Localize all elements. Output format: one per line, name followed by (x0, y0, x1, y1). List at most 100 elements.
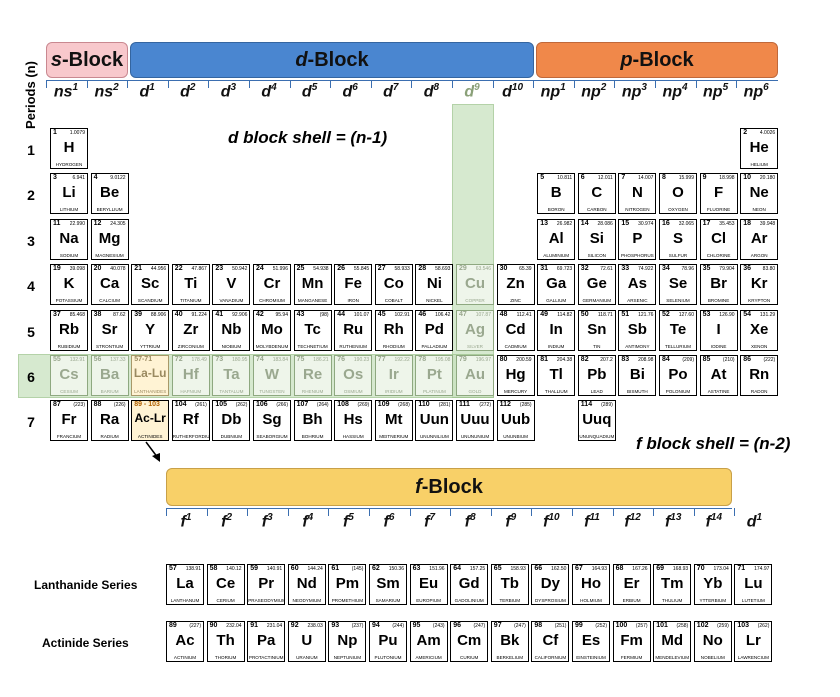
atomic-number: 78 (418, 356, 427, 363)
atomic-number: 95 (412, 622, 421, 629)
element-name: ASTATINE (707, 389, 730, 394)
f-orbital-label: f10 (543, 512, 560, 531)
atomic-number: 37 (53, 310, 61, 318)
element-name: SCANDIUM (137, 298, 163, 304)
element-name: TITANIUM (180, 298, 202, 304)
atomic-mass: 51.996 (272, 266, 288, 273)
element-symbol: Bi (629, 366, 645, 383)
orbital-label: d6 (342, 82, 358, 101)
atomic-mass: 102.91 (394, 311, 410, 318)
atomic-mass: 50.942 (232, 266, 248, 273)
element-symbol: Bk (500, 632, 520, 649)
f-orbital-label: f3 (261, 512, 273, 531)
atomic-mass: 162.50 (551, 566, 567, 572)
atomic-number: 9 (702, 174, 707, 182)
element-name: RUBIDIUM (57, 343, 81, 349)
atomic-number: 109 (377, 401, 390, 409)
atomic-number: 2 (743, 129, 748, 136)
atomic-number: 62 (372, 565, 380, 572)
atomic-number: 43 (296, 310, 305, 318)
element-name: IODINE (710, 343, 727, 349)
atomic-mass: (98) (319, 311, 329, 318)
element-name: PRASEODYMIUM (248, 598, 286, 603)
element-symbol: Tb (500, 575, 519, 592)
element-name: CHLORINE (706, 252, 731, 258)
element-symbol: Pm (335, 575, 360, 592)
atomic-number: 89 (169, 622, 177, 629)
orbital-tick (533, 80, 535, 88)
atomic-number: 107 (296, 401, 309, 409)
atomic-number: 57-71 (134, 356, 153, 363)
atomic-number: 36 (743, 265, 751, 273)
element-symbol: Gd (458, 575, 480, 592)
orbital-tick (247, 508, 249, 516)
element-symbol: Sm (376, 575, 400, 592)
element-symbol: Rb (59, 320, 79, 338)
element-symbol: Li (62, 184, 76, 202)
element-symbol: Am (416, 632, 441, 649)
atomic-mass: 63.546 (475, 266, 491, 273)
atomic-number: 3 (53, 174, 57, 182)
element-name: TELLURIUM (664, 343, 692, 349)
f-orbital-label: f2 (221, 512, 233, 531)
atomic-mass: 106.42 (435, 311, 451, 318)
element-symbol: Tl (549, 366, 563, 383)
atomic-number: 111 (459, 401, 470, 409)
orbital-label: d7 (383, 82, 399, 101)
element-symbol: Cr (263, 275, 281, 293)
atomic-number: 72 (174, 356, 183, 363)
atomic-number: 97 (493, 622, 502, 629)
atomic-mass: (258) (676, 623, 689, 629)
atomic-number: 61 (331, 565, 340, 572)
element-name: PALLADIUM (421, 343, 448, 349)
element-symbol: Ga (546, 275, 567, 293)
orbital-tick (614, 80, 616, 88)
atomic-number: 71 (737, 565, 746, 572)
atomic-mass: 131.29 (759, 311, 776, 318)
atomic-number: 69 (656, 565, 664, 572)
element-symbol: Fr (61, 411, 77, 429)
atomic-mass: 127.60 (678, 311, 694, 318)
element-name: COBALT (384, 298, 403, 304)
atomic-mass: 200.59 (516, 357, 532, 363)
element-name: GOLD (468, 389, 482, 394)
element-name: TUNGSTEN (259, 389, 285, 394)
atomic-mass: 140.12 (226, 566, 242, 572)
element-name: DUBNIUM (220, 434, 243, 440)
atomic-number: 44 (337, 310, 345, 318)
atomic-number: 50 (580, 310, 589, 318)
element-name: XENON (751, 343, 768, 349)
orbital-label: d8 (423, 82, 440, 101)
orbital-tick (573, 80, 575, 88)
element-symbol: Eu (419, 575, 439, 592)
atomic-mass: (210) (722, 357, 735, 363)
atomic-number: 48 (499, 310, 508, 318)
f-orbital-label: f8 (464, 512, 476, 531)
atomic-number: 86 (743, 356, 751, 363)
element-name: SEABORGIUM (256, 434, 288, 440)
atomic-mass: 9.0122 (110, 175, 126, 182)
element-name: UNUNBIUM (503, 434, 528, 440)
element-symbol: Ra (100, 411, 120, 429)
element-name: MEITNERIUM (379, 434, 409, 440)
element-name: ARGON (750, 252, 768, 258)
atomic-mass: (281) (438, 402, 451, 409)
element-name: RHODIUM (382, 343, 405, 349)
atomic-mass: 20.180 (759, 175, 776, 182)
atomic-mass: 151.96 (429, 566, 445, 572)
element-symbol: Uub (501, 411, 531, 429)
